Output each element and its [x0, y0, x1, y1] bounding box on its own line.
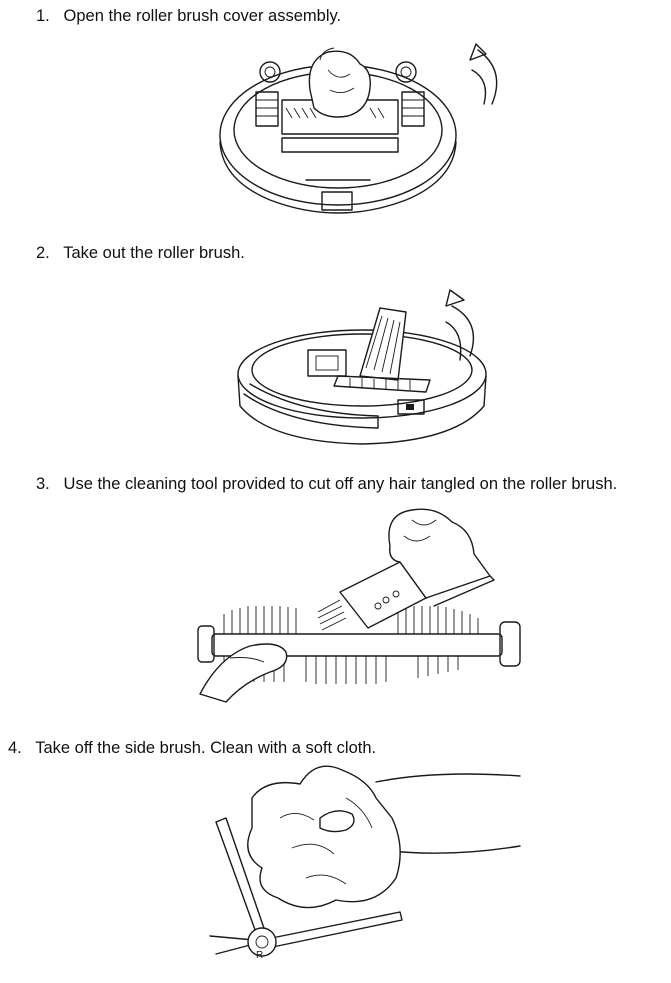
step-3-illustration	[190, 506, 530, 706]
side-brush-and-cloth-drawing: R	[209, 765, 521, 961]
step-3-text: Use the cleaning tool provided to cut of…	[63, 475, 618, 493]
step-2-text: Take out the roller brush.	[63, 244, 245, 262]
step-2-number: 2.	[36, 244, 50, 262]
step-4: 4. Take off the side brush. Clean with a…	[8, 738, 376, 758]
cleaning-tool-on-roller-brush-drawing	[197, 508, 521, 703]
step-4-text: Take off the side brush. Clean with a so…	[35, 739, 377, 757]
step-2: 2. Take out the roller brush.	[36, 243, 245, 263]
step-1: 1. Open the roller brush cover assembly.	[36, 6, 341, 26]
step-3: 3. Use the cleaning tool provided to cut…	[36, 474, 617, 494]
step-1-number: 1.	[36, 7, 50, 25]
robot-remove-brush-drawing	[237, 289, 487, 445]
step-1-text: Open the roller brush cover assembly.	[63, 7, 342, 25]
step-2-illustration	[230, 276, 500, 451]
step-4-illustration: R	[196, 758, 536, 980]
step-1-illustration	[210, 30, 510, 220]
step-3-number: 3.	[36, 475, 50, 493]
robot-open-cover-drawing	[219, 43, 498, 214]
step-4-number: 4.	[8, 739, 22, 757]
side-brush-r-marking: R	[256, 950, 263, 961]
